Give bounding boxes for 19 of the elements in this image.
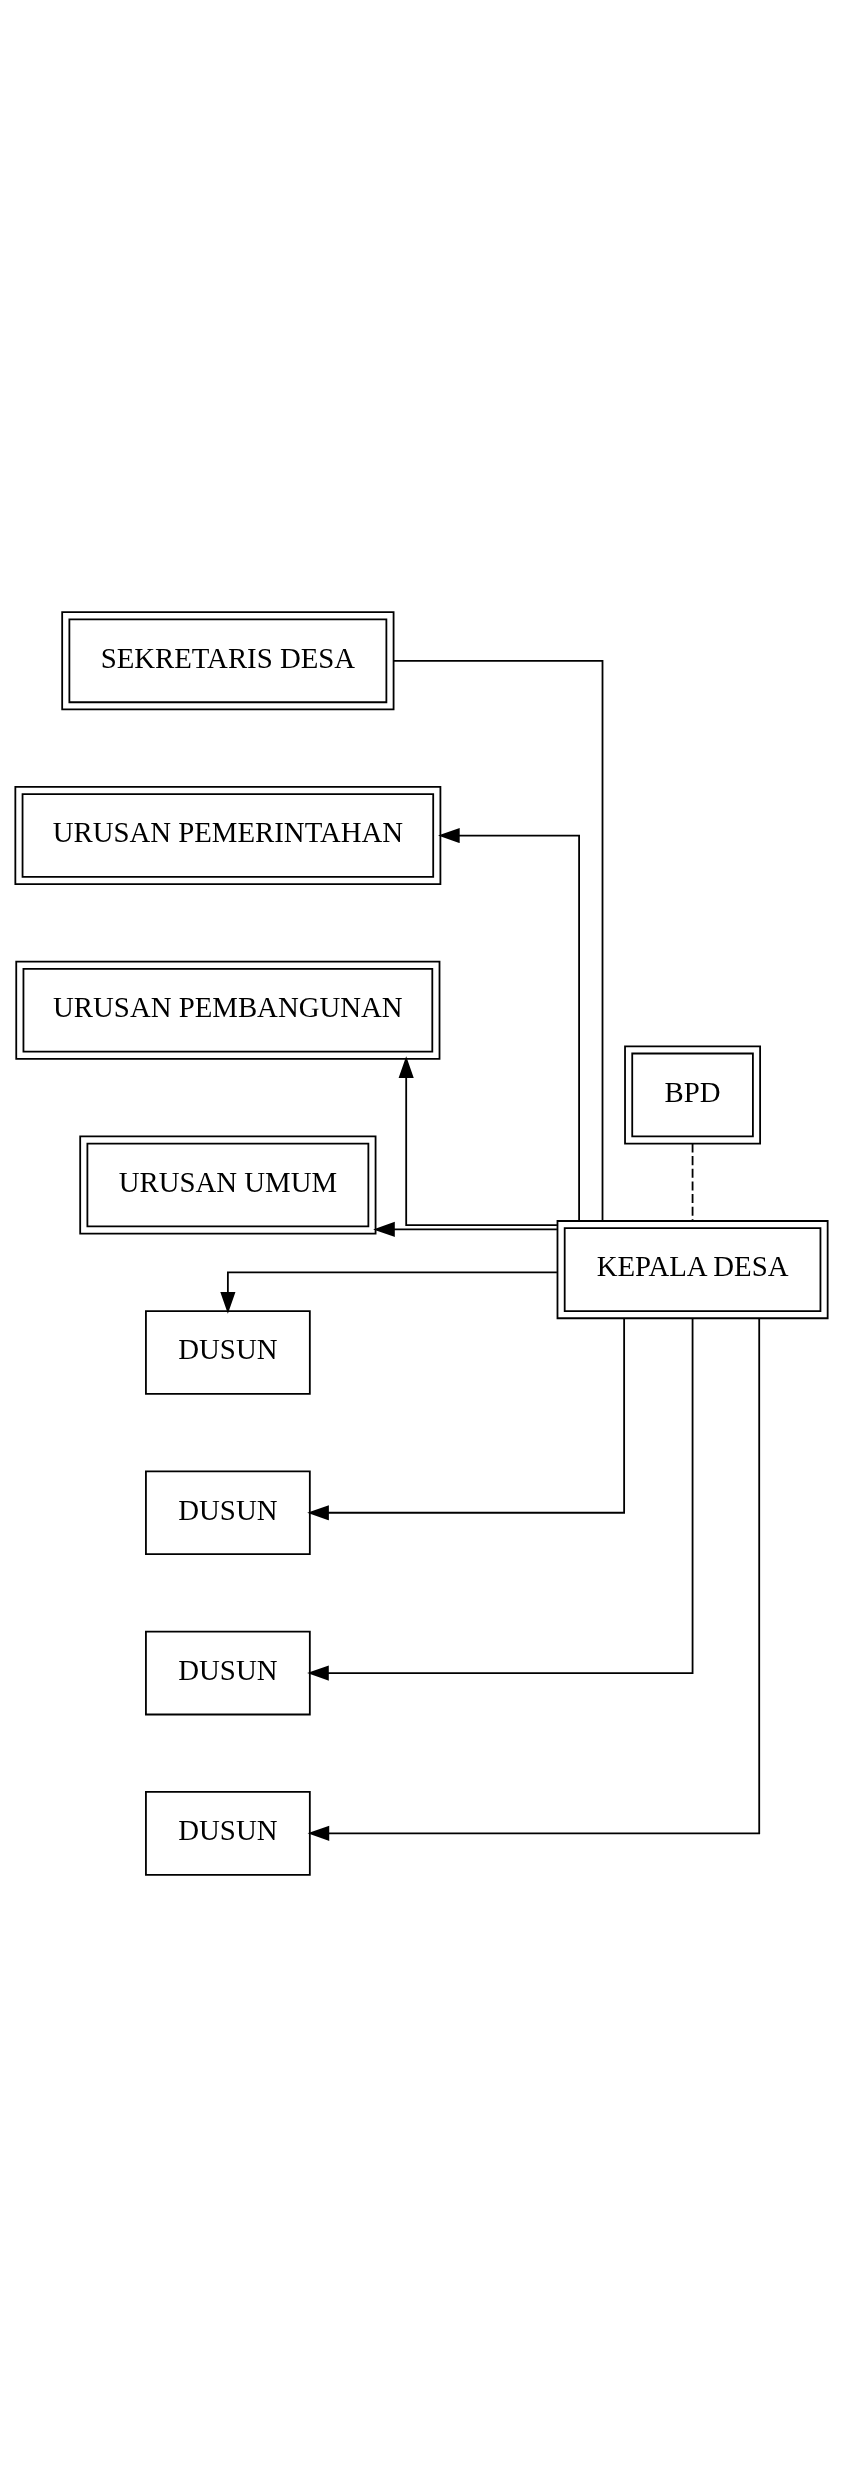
arrow — [373, 1221, 558, 1237]
node-box: DUSUN — [145, 1790, 311, 1876]
node-box: DUSUN — [145, 1469, 311, 1555]
node-box: URUSAN UMUM — [79, 1134, 377, 1234]
node-box: KEPALA DESA — [556, 1219, 829, 1319]
connector — [392, 659, 604, 1222]
arrow — [307, 1316, 694, 1681]
arrow — [398, 1055, 558, 1226]
arrow — [438, 827, 580, 1222]
arrow — [307, 1317, 626, 1520]
connector — [691, 1142, 694, 1221]
arrow — [307, 1317, 761, 1841]
node-box: DUSUN — [145, 1630, 311, 1715]
node-box: BPD — [624, 1044, 761, 1144]
node-box: DUSUN — [145, 1309, 311, 1395]
node-box: SEKRETARIS DESA — [61, 610, 395, 710]
node-box: URUSAN PEMBANGUNAN — [15, 960, 441, 1060]
arrow — [220, 1270, 558, 1314]
node-box: URUSAN PEMERINTAHAN — [14, 785, 442, 885]
